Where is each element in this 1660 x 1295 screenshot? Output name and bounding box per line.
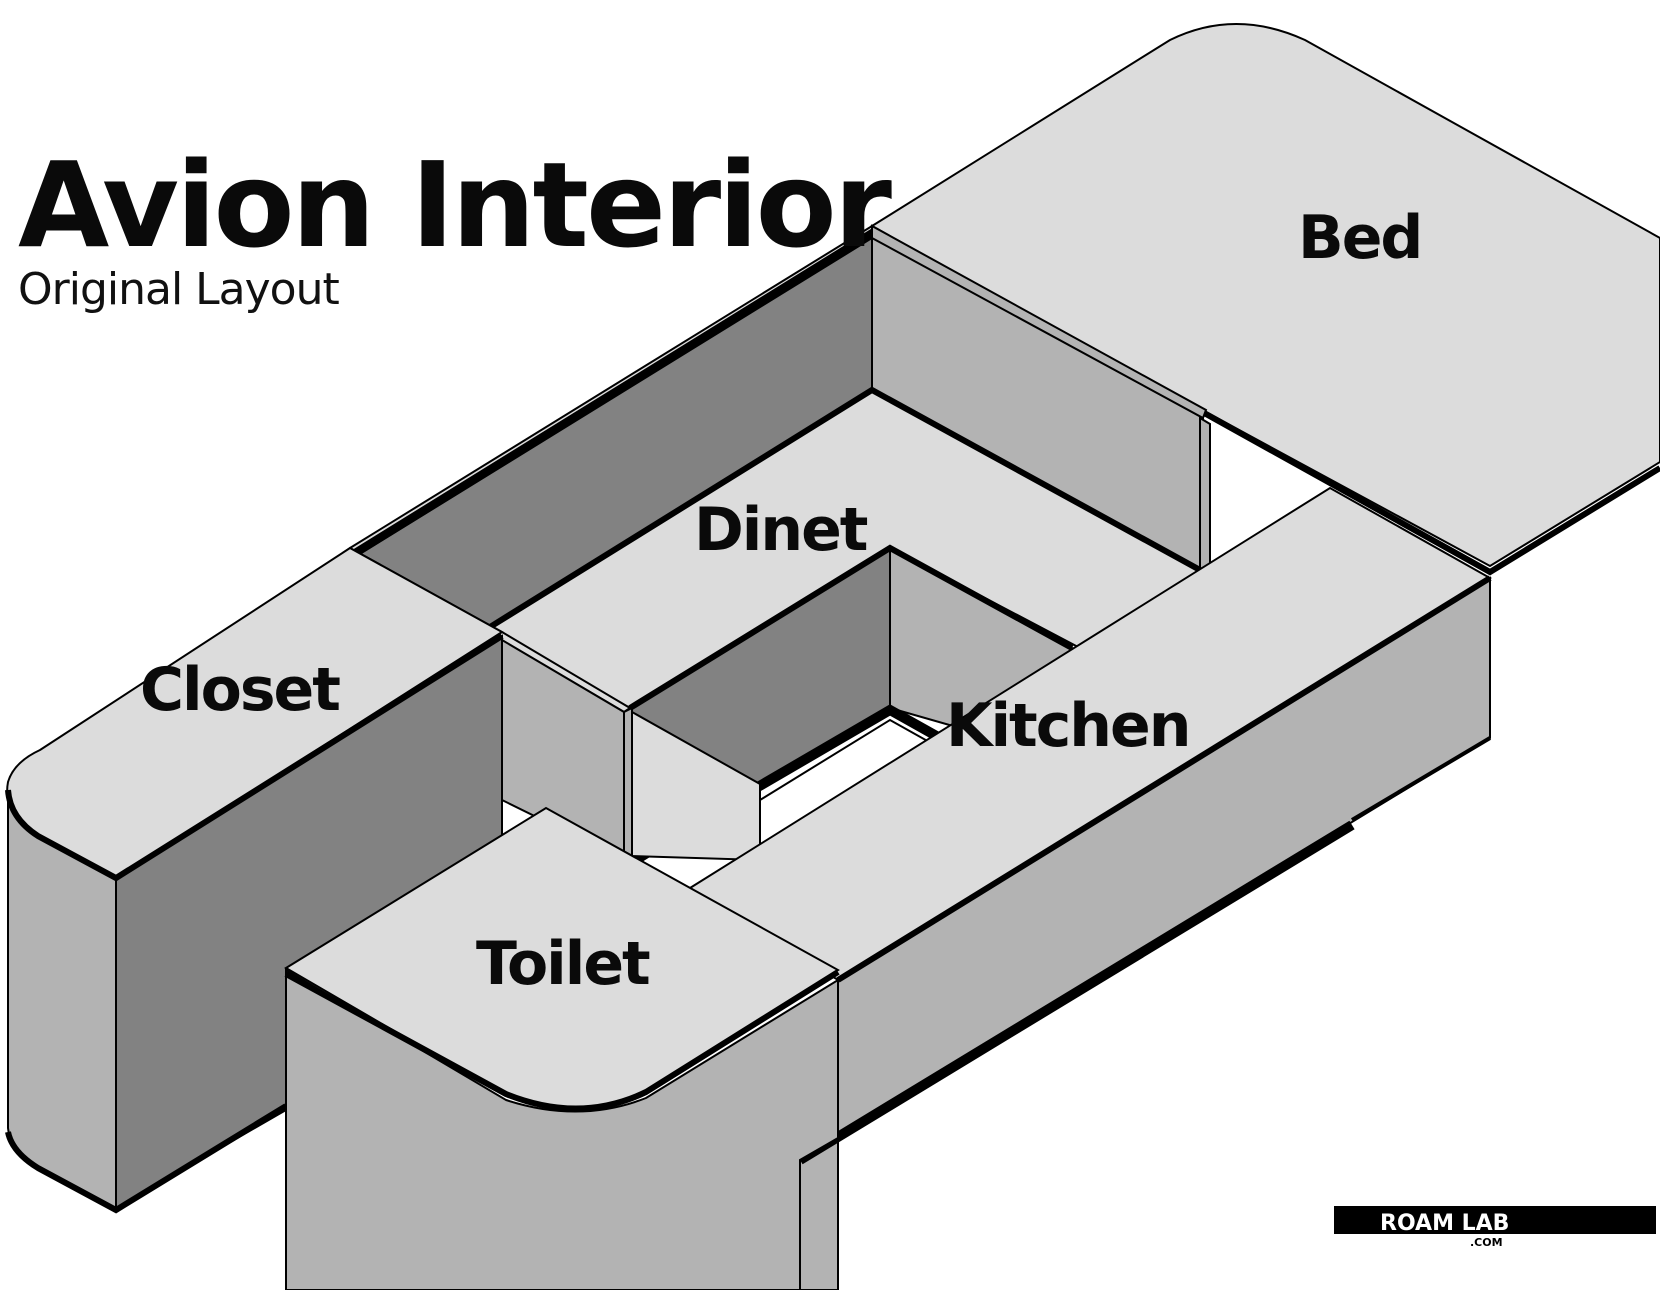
room-label-dinet: Dinet — [694, 495, 868, 565]
kitchen-base-shadow — [797, 820, 1355, 1165]
bed-top — [870, 23, 1660, 568]
page-title: Avion Interior — [18, 136, 892, 274]
logo-sub-text: .COM — [1470, 1236, 1503, 1249]
logo-bar — [1334, 1206, 1656, 1234]
kitchen-base-shadow-2 — [1350, 736, 1492, 822]
logo-main-text: ROAM LAB — [1380, 1211, 1509, 1236]
pit-edge — [628, 544, 1074, 711]
kitchen-top-edge — [836, 575, 1492, 983]
room-label-kitchen: Kitchen — [946, 691, 1189, 761]
dinet-right-wall-end — [1199, 416, 1211, 574]
room-label-toilet: Toilet — [476, 929, 650, 999]
closet-top-edge — [5, 633, 504, 882]
toilet-top-edge — [284, 969, 840, 1112]
closet-base-edge — [5, 1103, 288, 1214]
roam-lab-logo: ROAM LAB .COM — [1334, 1206, 1656, 1249]
divider-wall-end — [623, 706, 633, 862]
bed-lip — [871, 224, 1208, 420]
room-label-closet: Closet — [140, 655, 340, 725]
dinet-floor-edge — [488, 386, 1202, 630]
page-subtitle: Original Layout — [18, 264, 339, 315]
room-label-bed: Bed — [1298, 203, 1421, 273]
toilet-front — [285, 968, 839, 1291]
